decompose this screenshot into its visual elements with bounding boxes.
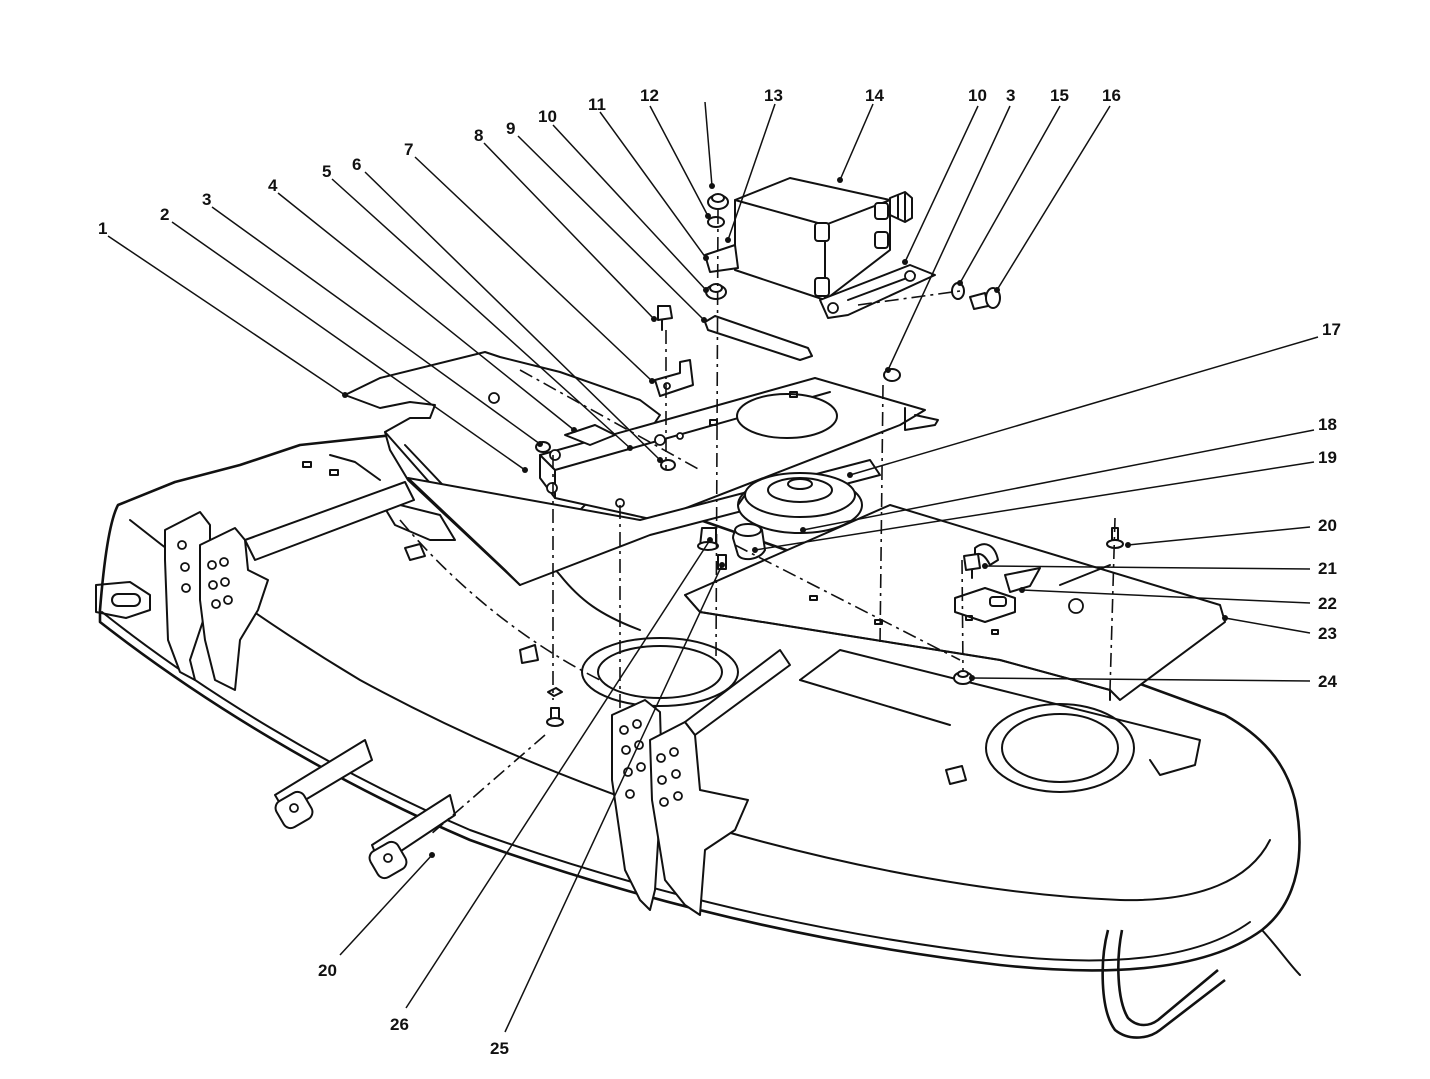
left-hinge-brackets <box>164 454 456 880</box>
callout-21: 21 <box>1318 559 1337 578</box>
callout-3: 3 <box>202 190 211 209</box>
callout-13: 13 <box>764 86 783 105</box>
callout-17: 17 <box>1322 320 1341 339</box>
callout-24: 24 <box>1318 672 1337 691</box>
center-hinge-brackets <box>611 649 791 916</box>
callout-3-right: 3 <box>1006 86 1015 105</box>
callout-20-left: 20 <box>318 961 337 980</box>
callout-14: 14 <box>865 86 884 105</box>
callout-labels: 1 2 3 4 5 6 7 8 9 10 11 12 13 14 10 3 15… <box>98 86 1341 1058</box>
callout-1: 1 <box>98 219 107 238</box>
rear-skid <box>1101 929 1226 1039</box>
callout-2: 2 <box>160 205 169 224</box>
callout-19: 19 <box>1318 448 1337 467</box>
callout-7: 7 <box>404 140 413 159</box>
callout-10-right: 10 <box>968 86 987 105</box>
callout-11: 11 <box>588 95 606 114</box>
pulley <box>737 472 863 534</box>
gearbox-assembly <box>704 177 936 319</box>
callout-12: 12 <box>640 86 659 105</box>
callout-16: 16 <box>1102 86 1121 105</box>
leader-lines <box>107 101 1319 1033</box>
callout-23: 23 <box>1318 624 1337 643</box>
callout-6: 6 <box>352 155 361 174</box>
callout-10: 10 <box>538 107 557 126</box>
callout-20-right: 20 <box>1318 516 1337 535</box>
callout-5: 5 <box>322 162 331 181</box>
callout-22: 22 <box>1318 594 1337 613</box>
assembly-lines <box>429 209 1116 836</box>
callout-8: 8 <box>474 126 483 145</box>
callout-15: 15 <box>1050 86 1069 105</box>
callout-18: 18 <box>1318 415 1337 434</box>
callout-9: 9 <box>506 119 515 138</box>
callout-26: 26 <box>390 1015 409 1034</box>
callout-4: 4 <box>268 176 278 195</box>
right-deck-cover <box>684 504 1226 701</box>
callout-25: 25 <box>490 1039 509 1058</box>
